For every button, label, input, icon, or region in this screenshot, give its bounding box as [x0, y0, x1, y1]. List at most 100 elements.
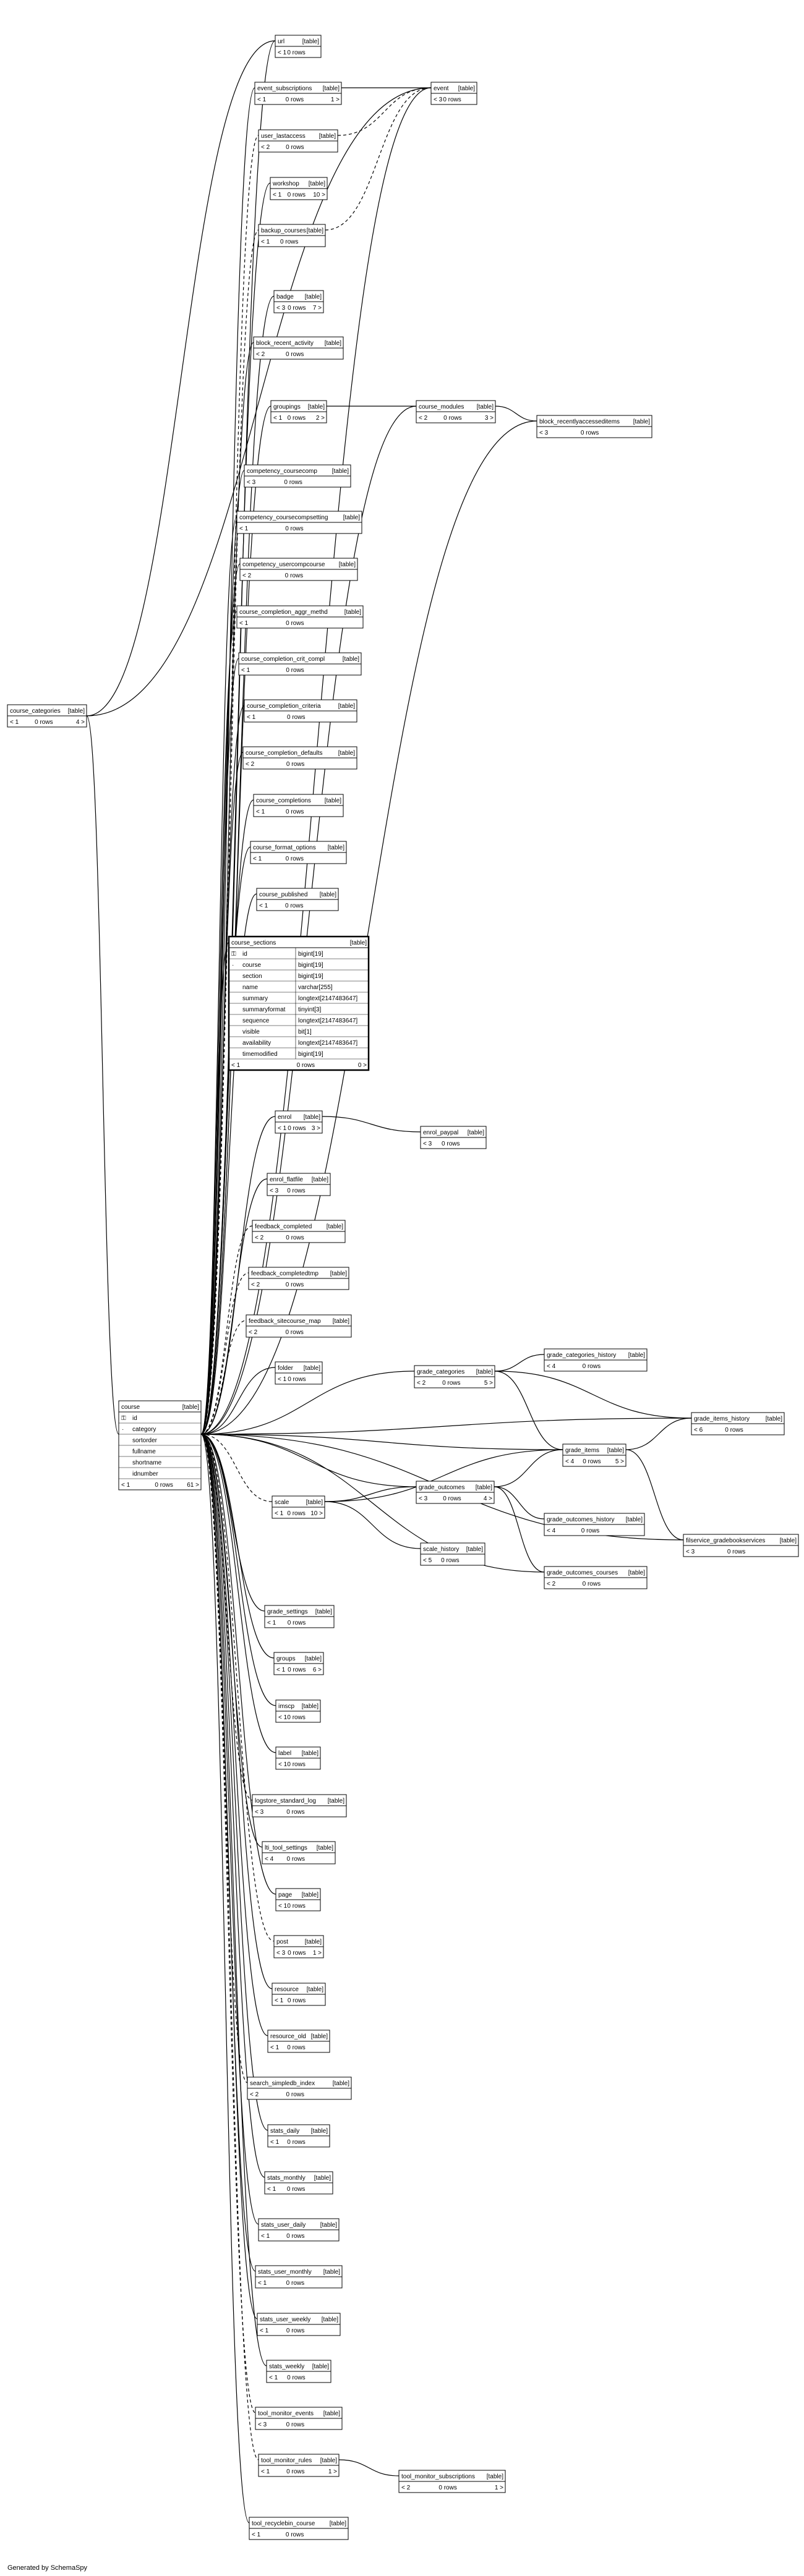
relation-line-course_completion_crit_compl [200, 658, 239, 1435]
table-row-count: 0 rows [285, 525, 303, 532]
table-row-count: 0 rows [288, 1620, 306, 1626]
relation-line-grade_items [200, 1434, 563, 1450]
table-parents-count: < 4 [265, 1856, 274, 1863]
table-parents-count: < 2 [401, 2485, 411, 2491]
relation-line-grade_items_history [200, 1418, 692, 1435]
table-course[interactable]: course[table]⚿id·categorysortorderfullna… [118, 1400, 202, 1490]
table-row-count: 0 rows [297, 1062, 315, 1069]
table-name: course_completion_crit_compl [241, 656, 325, 663]
primary-key-icon: ⚿ [231, 951, 236, 958]
table-tag: [table] [330, 2520, 346, 2527]
relation-line-scale-grade_outcomes [324, 1486, 417, 1502]
table-row-count: 0 rows [155, 1482, 173, 1489]
relation-line-feedback_completed [200, 1225, 253, 1435]
relation-line-event_subscriptions [200, 87, 255, 1435]
relation-line-tool_monitor_events [200, 1434, 256, 2413]
table-row-count: 0 rows [727, 1549, 745, 1555]
table-children-count: 3 > [312, 1125, 320, 1132]
table-row-count: 0 rows [442, 1141, 460, 1147]
table-name: feedback_completedtmp [251, 1270, 319, 1277]
column-type: varchar[255] [298, 984, 333, 991]
table-parents-count: < 1 [247, 714, 256, 721]
table-name: event_subscriptions [257, 85, 312, 92]
table-tag: [table] [477, 404, 494, 410]
relation-line-course_modules-block_recentlyaccesseditems [495, 406, 537, 422]
relation-line-categories-event [86, 87, 432, 716]
table-parents-count: < 2 [249, 1329, 258, 1336]
table-row-count: 0 rows [286, 1282, 304, 1288]
table-tag: [table] [626, 1516, 643, 1523]
relationship-lines [86, 40, 692, 2523]
table-parents-count: < 1 [278, 1903, 288, 1910]
table-parents-count: < 1 [278, 1376, 287, 1383]
table-children-count: 2 > [316, 415, 325, 422]
table-tag: [table] [304, 1114, 320, 1121]
table-name: grade_items_history [694, 1416, 750, 1422]
table-tag: [table] [68, 708, 85, 715]
table-row-count: 0 rows [288, 415, 306, 422]
table-parents-count: < 1 [261, 239, 270, 245]
